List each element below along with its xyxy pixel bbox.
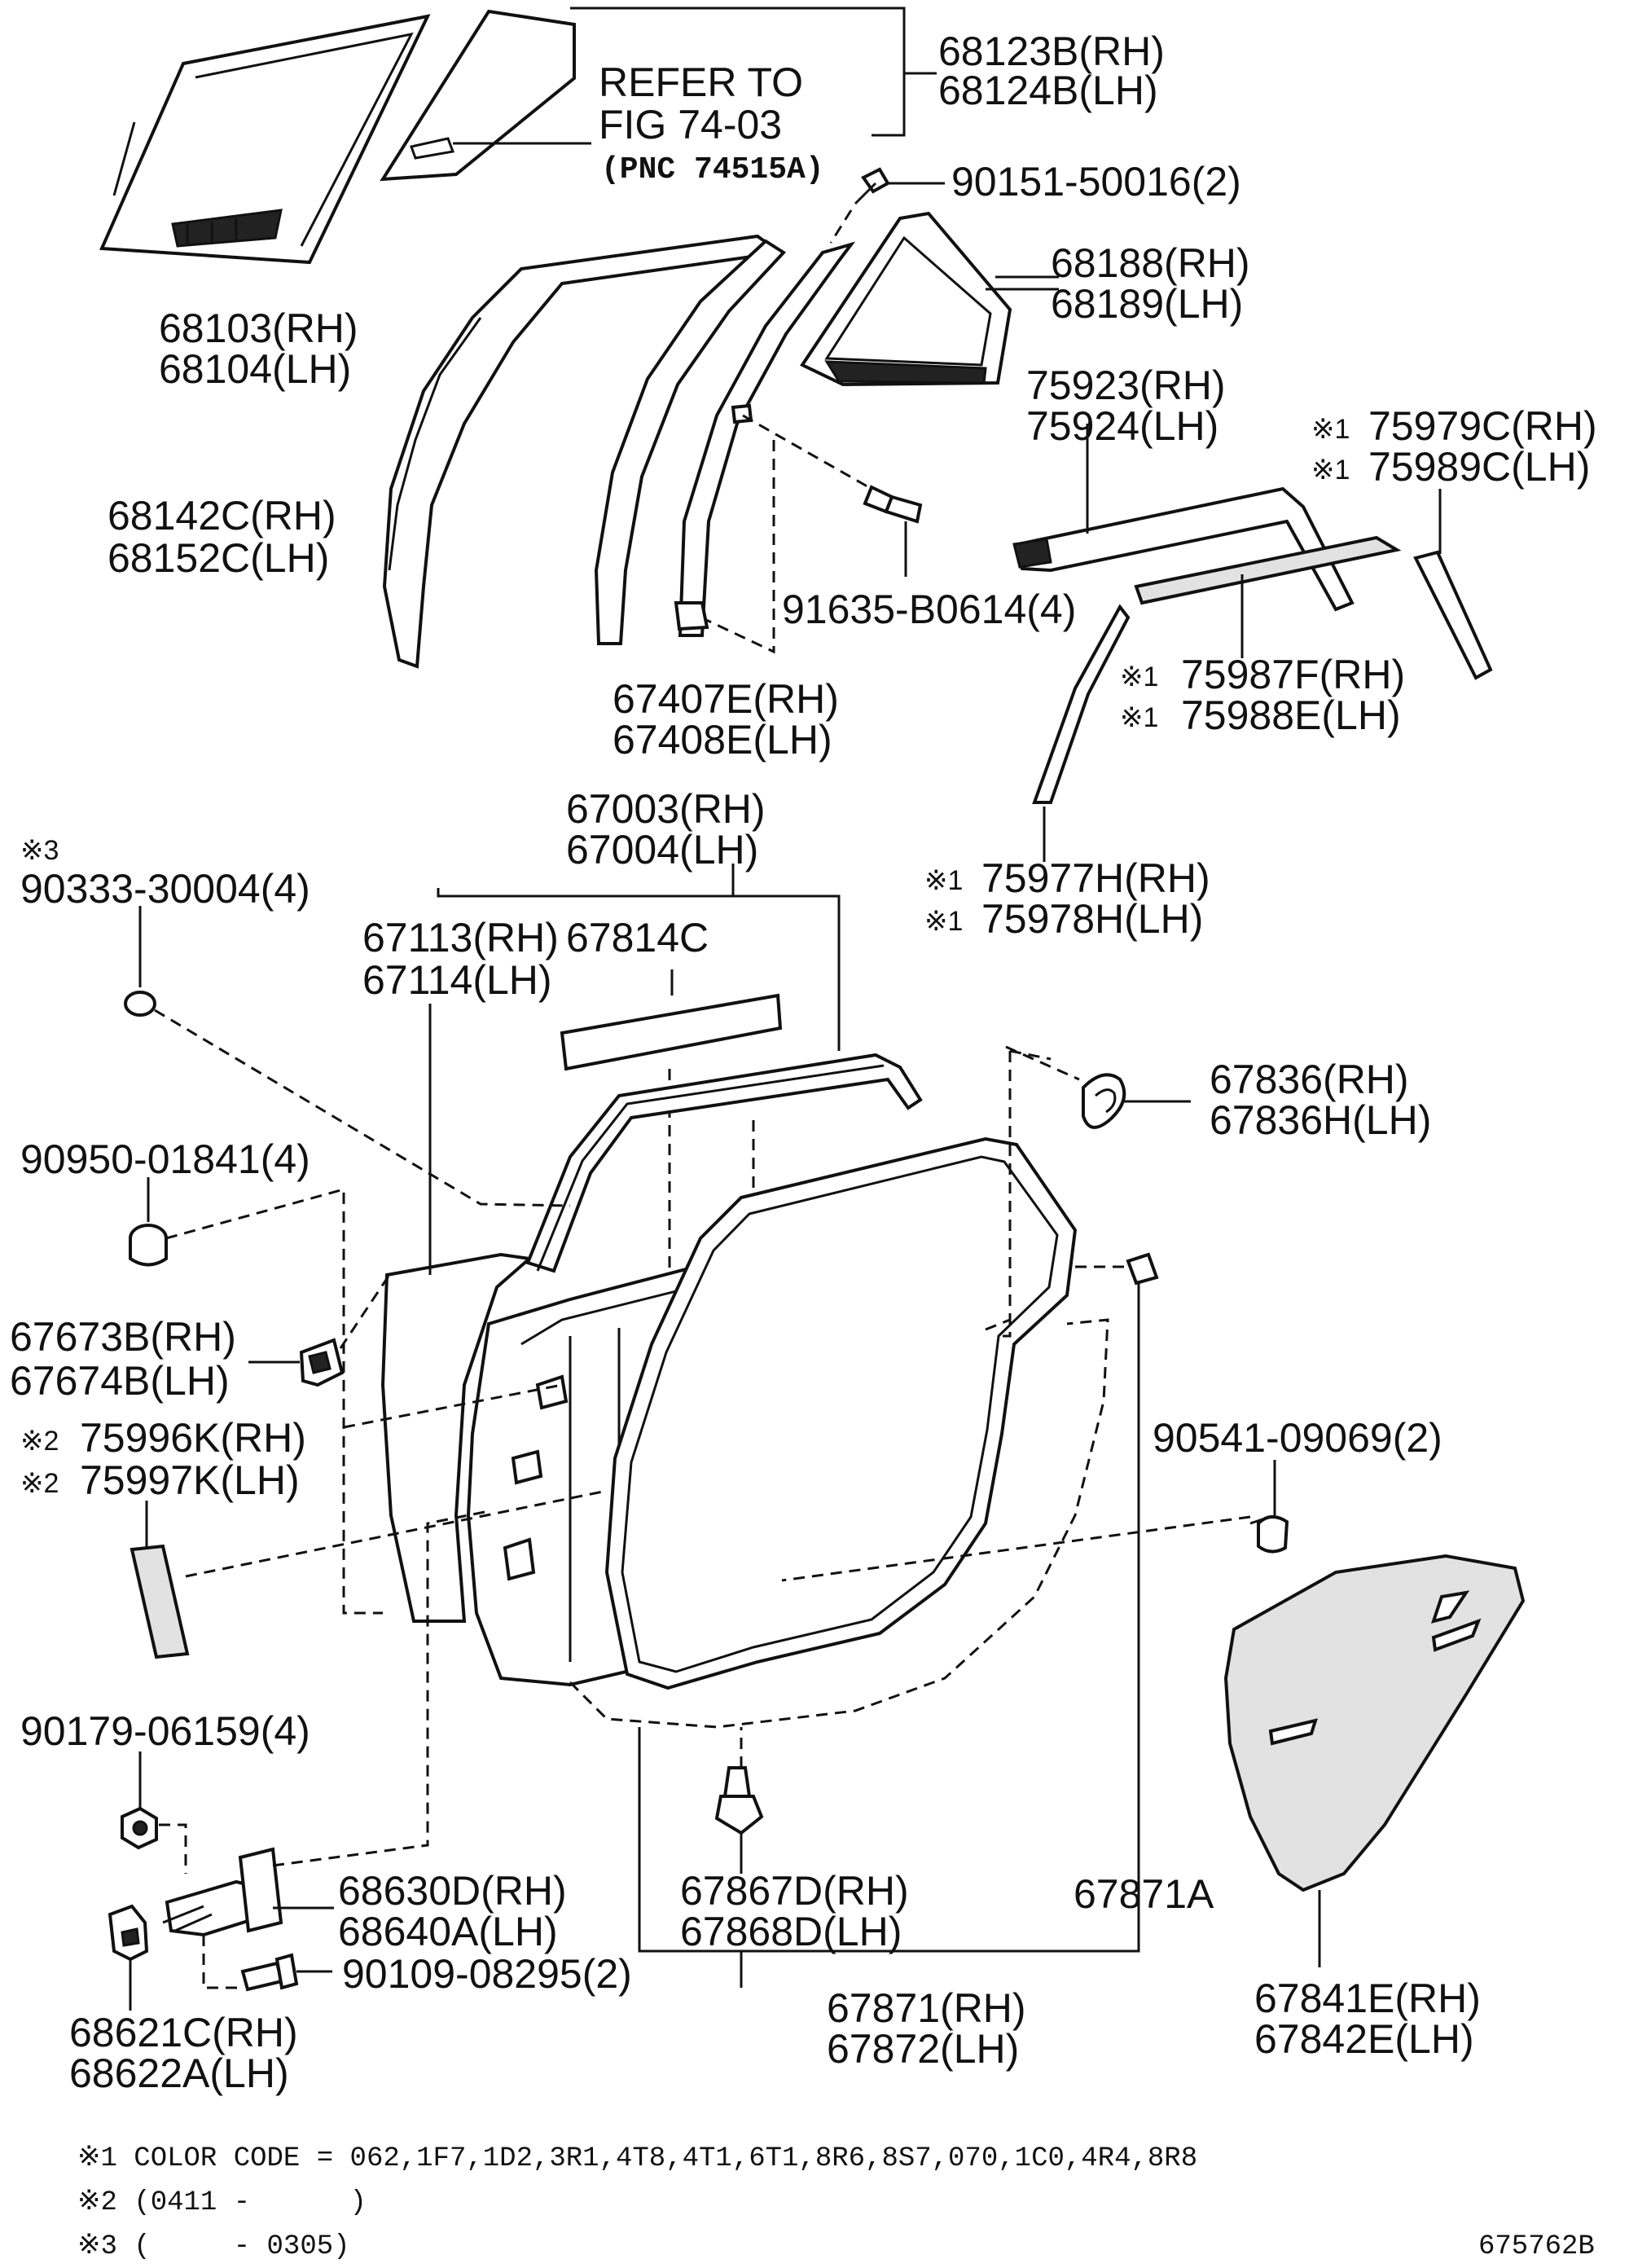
label-outer-molding-lh: 68152C(LH) — [108, 535, 329, 581]
label-division-bar-rh: 67407E(RH) — [613, 676, 839, 722]
mark-garnish-c-lh: ※1 — [1311, 455, 1350, 486]
label-refer-pnc: (PNC 74515A) — [601, 152, 824, 187]
label-hinge-rh: 68621C(RH) — [69, 2010, 298, 2055]
label-garnish-h-rh: 75977H(RH) — [981, 855, 1210, 901]
door-window-frame — [525, 1053, 923, 1273]
cap-icon — [1082, 1073, 1126, 1129]
weatherstrip-clip-icon — [1126, 1252, 1159, 1286]
label-belt-molding-rh: 75923(RH) — [1026, 363, 1226, 408]
label-refer-to: REFER TO — [599, 59, 803, 105]
label-garnish-e-lh: 75988E(LH) — [1181, 692, 1401, 738]
quarter-weatherstrip — [800, 211, 1012, 387]
diagram-id: 675762B — [1478, 2231, 1595, 2262]
plug-icon — [129, 1224, 168, 1267]
mark-garnish-h-rh: ※1 — [924, 865, 963, 896]
label-garnish-c-lh: 75989C(LH) — [1368, 444, 1590, 490]
label-nut: 90179-06159(4) — [20, 1708, 310, 1754]
label-hinge-bracket-rh: 67673B(RH) — [10, 1314, 236, 1360]
bolt-icon — [863, 485, 923, 524]
label-clip-rh: 67867D(RH) — [680, 1868, 909, 1914]
quarter-glass — [380, 9, 576, 182]
footnotes: ※1 COLOR CODE = 062,1F7,1D2,3R1,4T8,4T1,… — [77, 2143, 1595, 2262]
garnish-upper — [1134, 535, 1402, 605]
label-garnish-f-rh: 75987F(RH) — [1181, 652, 1405, 697]
door-check-link — [162, 1847, 283, 1937]
label-glass-run-lh: 68104(LH) — [159, 346, 351, 392]
label-window-glass-rh: 68123B(RH) — [938, 29, 1165, 74]
label-clip-lh: 67868D(LH) — [680, 1909, 902, 1954]
label-cap-rh: 67836(RH) — [1210, 1057, 1409, 1102]
label-grommet: 90333-30004(4) — [20, 866, 310, 912]
label-tape-lh: 75997K(LH) — [80, 1457, 300, 1503]
label-pad: 67814C — [566, 915, 709, 960]
label-door-panel-lh: 67004(LH) — [566, 827, 758, 872]
footnote-date-from: ※2 (0411 - ) — [77, 2187, 367, 2218]
mark-garnish-h-lh: ※1 — [924, 906, 963, 937]
label-garnish-c-rh: 75979C(RH) — [1368, 403, 1597, 449]
garnish-rear — [1413, 550, 1493, 680]
mark-tape-lh: ※2 — [20, 1468, 59, 1499]
door-hinge — [108, 1904, 149, 1962]
label-weatherstrip-lh: 67872(LH) — [827, 2026, 1019, 2072]
tape-strip — [130, 1544, 190, 1659]
mark-garnish-f-rh: ※1 — [1120, 662, 1158, 692]
label-weatherstrip-rh: 67871(RH) — [827, 1985, 1026, 2031]
nut-icon — [121, 1806, 158, 1850]
label-glass-run-rh: 68103(RH) — [159, 305, 358, 351]
part-labels: 68123B(RH) 68124B(LH) REFER TO FIG 74-03… — [10, 29, 1597, 2096]
label-window-glass-lh: 68124B(LH) — [938, 68, 1158, 113]
label-check-lh: 68640A(LH) — [338, 1909, 558, 1954]
glass-run-channel — [171, 209, 283, 248]
mark-garnish-e-lh: ※1 — [1120, 702, 1158, 733]
label-hole-cover-rh: 67841E(RH) — [1254, 1976, 1481, 2021]
label-screw: 90151-50016(2) — [951, 159, 1241, 204]
label-division-bar-lh: 67408E(LH) — [613, 717, 832, 763]
label-refer-fig: FIG 74-03 — [599, 102, 782, 147]
check-bolt-icon — [240, 1953, 299, 1992]
mark-grommet: ※3 — [20, 835, 59, 866]
label-outer-panel-rh: 67113(RH) — [362, 915, 559, 960]
label-belt-molding-lh: 75924(LH) — [1026, 403, 1218, 449]
label-plug: 90950-01841(4) — [20, 1136, 310, 1182]
door-weatherstrip — [604, 1136, 1078, 1690]
label-hinge-lh: 68622A(LH) — [69, 2050, 289, 2096]
label-bolt: 91635-B0614(4) — [782, 587, 1076, 632]
window-glass — [99, 14, 431, 265]
label-clip-nut: 90541-09069(2) — [1153, 1415, 1442, 1461]
label-outer-panel-lh: 67114(LH) — [362, 957, 552, 1003]
label-garnish-h-lh: 75978H(LH) — [981, 896, 1203, 942]
mark-tape-rh: ※2 — [20, 1426, 59, 1457]
label-tape-rh: 75996K(RH) — [80, 1415, 306, 1461]
belt-molding — [1012, 486, 1355, 612]
label-check-bolt: 90109-08295(2) — [342, 1951, 632, 1997]
division-bar — [594, 239, 787, 645]
label-weatherstrip-sub: 67871A — [1074, 1871, 1214, 1917]
label-quarter-weather-rh: 68188(RH) — [1051, 240, 1250, 286]
screw-icon — [854, 167, 890, 205]
label-cap-lh: 67836H(LH) — [1210, 1097, 1431, 1143]
clip-nut-icon — [1249, 1515, 1289, 1554]
grommet-icon — [124, 991, 156, 1017]
label-door-panel-rh: 67003(RH) — [566, 786, 766, 832]
pad-block — [560, 993, 783, 1071]
trim-clip-icon — [714, 1766, 764, 1835]
footnote-date-to: ※3 ( - 0305) — [77, 2231, 350, 2262]
label-check-rh: 68630D(RH) — [338, 1868, 567, 1914]
outer-door-panel — [380, 1252, 533, 1623]
footnote-color-code: ※1 COLOR CODE = 062,1F7,1D2,3R1,4T8,4T1,… — [77, 2143, 1197, 2174]
mark-garnish-c-rh: ※1 — [1311, 414, 1350, 445]
label-quarter-weather-lh: 68189(LH) — [1051, 281, 1243, 327]
label-hole-cover-lh: 67842E(LH) — [1254, 2016, 1474, 2062]
garnish-front — [1032, 604, 1131, 804]
label-hinge-bracket-lh: 67674B(LH) — [10, 1358, 230, 1404]
hinge-bracket — [299, 1338, 345, 1387]
service-hole-cover — [1223, 1554, 1526, 1892]
label-outer-molding-rh: 68142C(RH) — [108, 493, 336, 538]
